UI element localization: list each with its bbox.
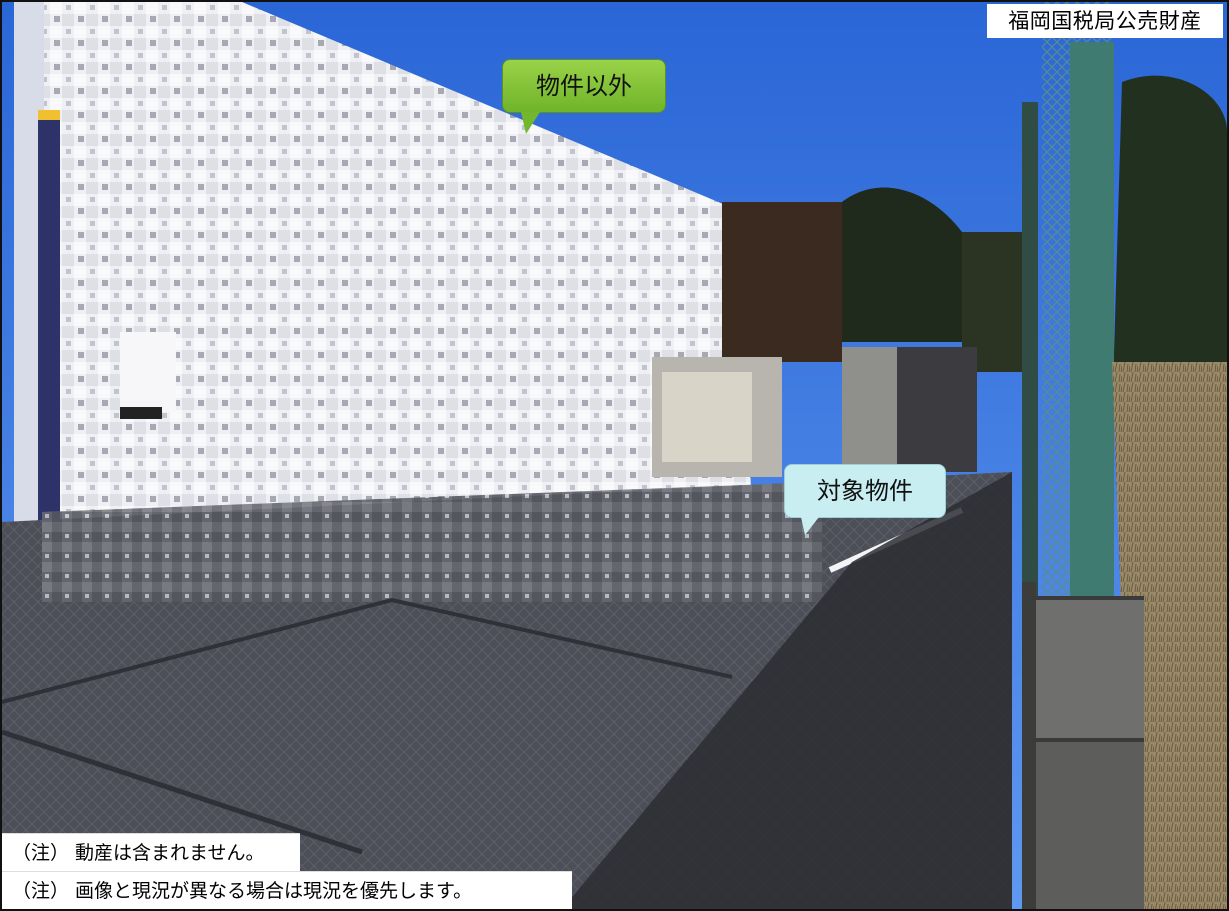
watermark-label: 福岡国税局公売財産	[987, 4, 1223, 38]
notes-panel: （注） 動産は含まれません。 （注） 画像と現況が異なる場合は現況を優先します。	[2, 833, 572, 909]
note-current-condition: （注） 画像と現況が異なる場合は現況を優先します。	[2, 871, 572, 909]
note-movables: （注） 動産は含まれません。	[2, 833, 300, 871]
callout-target: 対象物件	[784, 464, 946, 535]
callout-excluded: 物件以外	[502, 59, 666, 134]
